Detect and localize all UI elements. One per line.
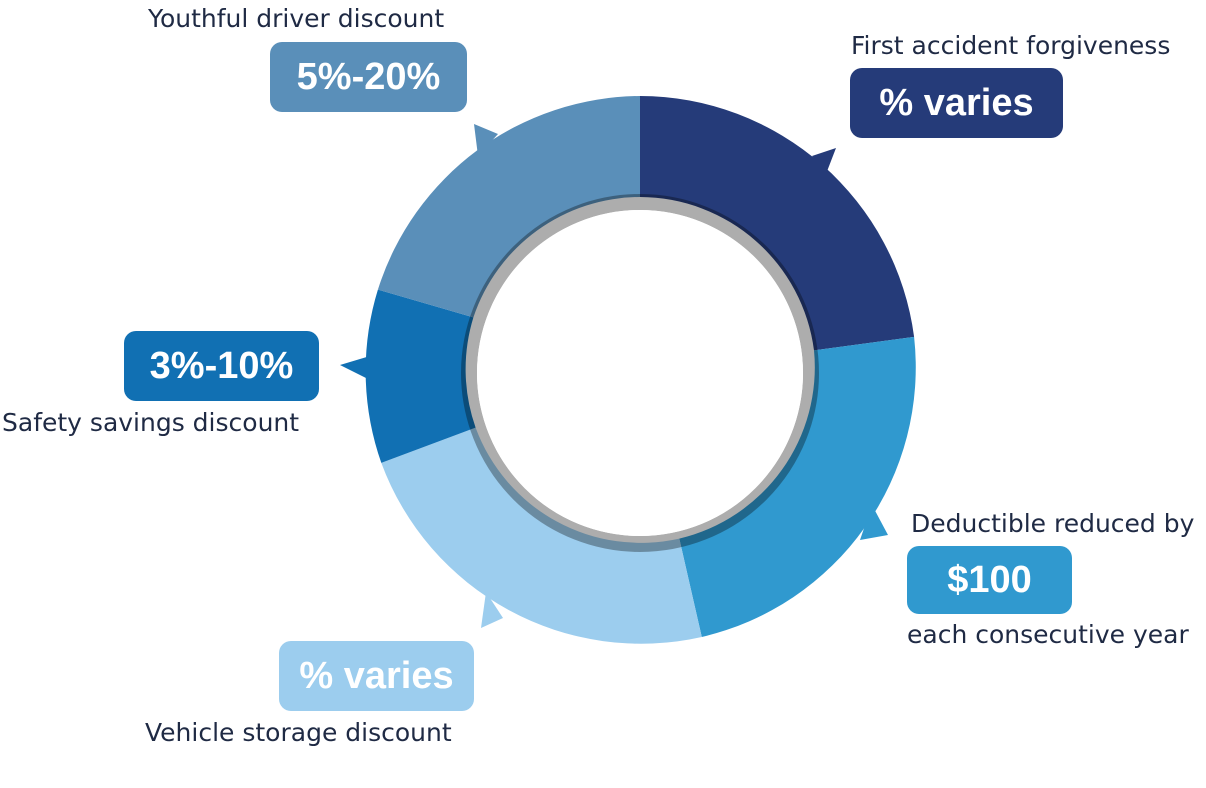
- pointer-deductible: [860, 505, 888, 540]
- label-vehicle-storage: Vehicle storage discount: [145, 718, 452, 747]
- segment-youthful-driver: [377, 96, 640, 318]
- badge-first-accident: % varies: [850, 68, 1063, 138]
- badge-deductible: $100: [907, 546, 1072, 614]
- label-first-accident: First accident forgiveness: [851, 31, 1171, 60]
- label-deductible: Deductible reduced by: [911, 509, 1195, 538]
- label-youthful-driver: Youthful driver discount: [148, 4, 445, 33]
- segment-safety-savings: [365, 289, 476, 463]
- pointer-youthful-driver: [474, 124, 498, 156]
- pointer-first-accident: [812, 148, 836, 174]
- center-hole: [477, 210, 803, 536]
- segment-first-accident: [640, 96, 915, 351]
- pointer-safety-savings: [340, 356, 370, 380]
- sublabel-deductible: each consecutive year: [907, 620, 1189, 649]
- badge-youthful-driver: 5%-20%: [270, 42, 467, 112]
- pointer-vehicle-storage: [481, 592, 503, 628]
- badge-safety-savings: 3%-10%: [124, 331, 319, 401]
- badge-vehicle-storage: % varies: [279, 641, 474, 711]
- segment-vehicle-storage: [381, 427, 702, 644]
- segment-deductible: [679, 336, 916, 637]
- label-safety-savings: Safety savings discount: [2, 408, 300, 437]
- inner-ring: [461, 194, 819, 552]
